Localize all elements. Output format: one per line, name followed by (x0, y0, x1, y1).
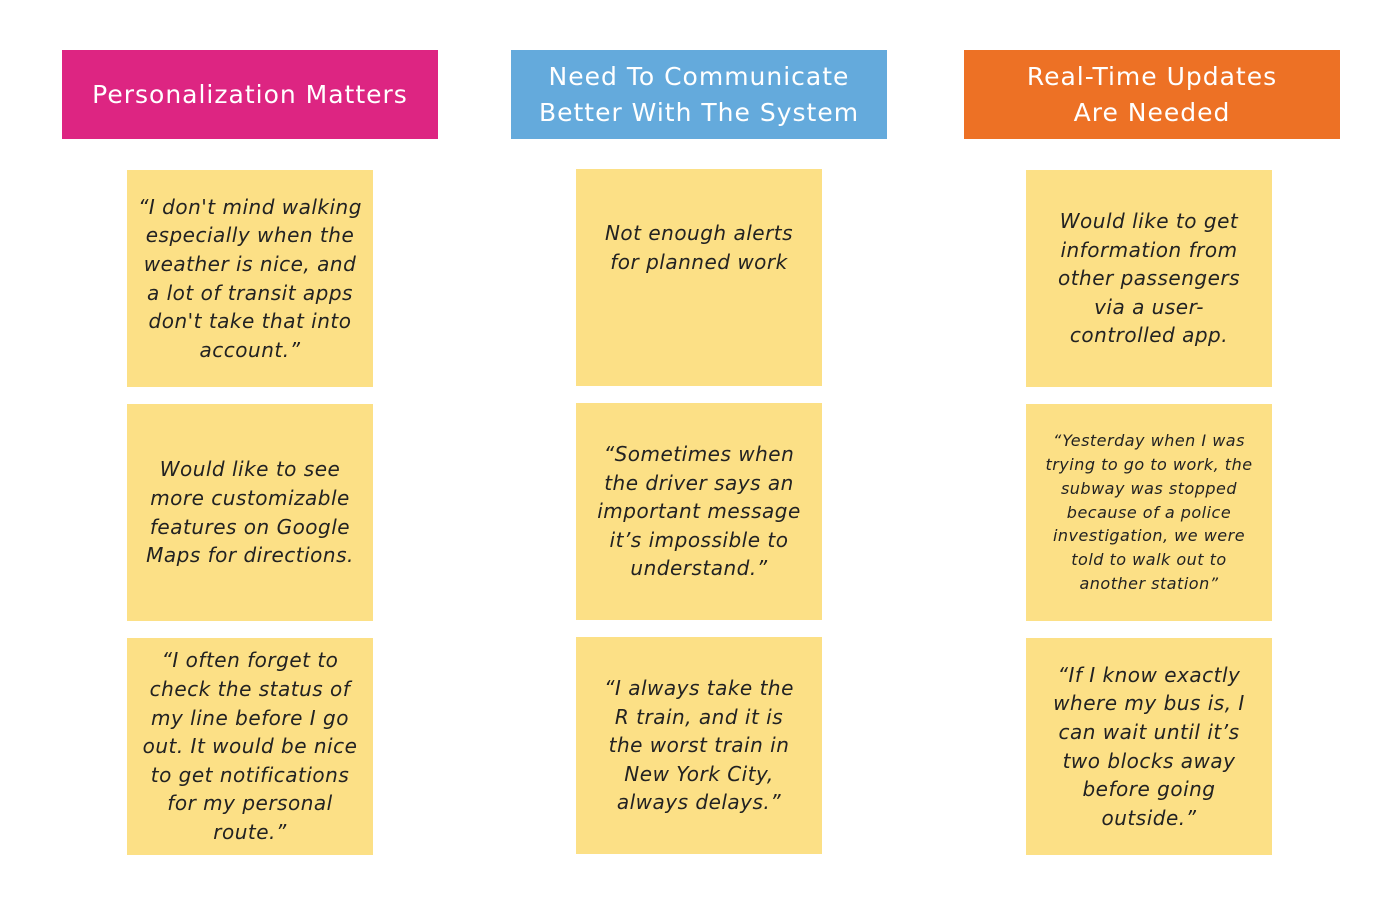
sticky-note: Not enough alerts for planned work (576, 169, 822, 386)
header-real-time-updates: Real-Time Updates Are Needed (964, 50, 1340, 139)
note-text: “Sometimes when the driver says an impor… (597, 442, 801, 581)
sticky-note: “Yesterday when I was trying to go to wo… (1026, 404, 1272, 621)
header-personalization-matters: Personalization Matters (62, 50, 438, 139)
sticky-note: “If I know exactly where my bus is, I ca… (1026, 638, 1272, 855)
note-text: “I don't mind walking especially when th… (138, 194, 362, 362)
note-text: “If I know exactly where my bus is, I ca… (1053, 662, 1245, 830)
header-label: Real-Time Updates Are Needed (1026, 61, 1278, 127)
sticky-note: “I often forget to check the status of m… (127, 638, 373, 855)
note-text: “Yesterday when I was trying to go to wo… (1045, 431, 1253, 593)
note-text: “I always take the R train, and it is th… (604, 676, 794, 815)
header-label: Need To Communicate Better With The Syst… (538, 61, 860, 127)
sticky-note: “I always take the R train, and it is th… (576, 637, 822, 854)
note-text: Would like to see more customizable feat… (146, 457, 354, 568)
header-label: Personalization Matters (92, 79, 408, 109)
note-text: Not enough alerts for planned work (604, 220, 794, 274)
header-need-to-communicate: Need To Communicate Better With The Syst… (511, 50, 887, 139)
sticky-note: Would like to see more customizable feat… (127, 404, 373, 621)
note-text: “I often forget to check the status of m… (142, 648, 358, 844)
note-text: Would like to get information from other… (1057, 209, 1241, 348)
sticky-note: “I don't mind walking especially when th… (127, 170, 373, 387)
sticky-note: “Sometimes when the driver says an impor… (576, 403, 822, 620)
sticky-note: Would like to get information from other… (1026, 170, 1272, 387)
